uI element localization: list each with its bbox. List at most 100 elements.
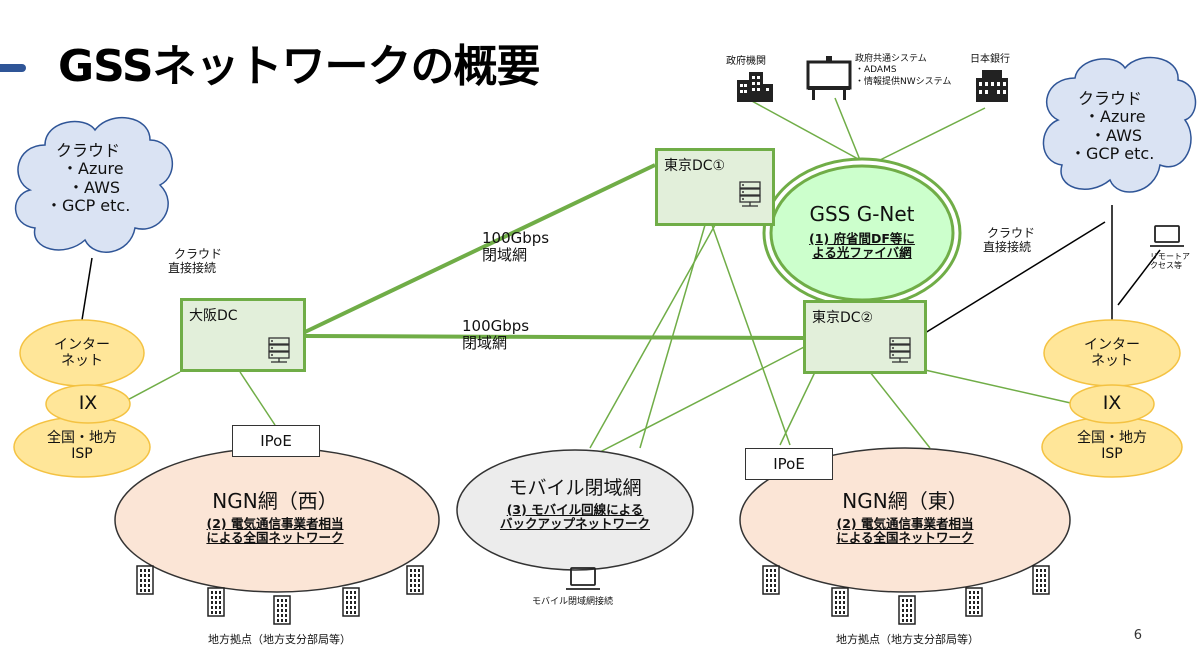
ix-left-shape <box>45 384 131 424</box>
boj-label: 日本銀行 <box>970 54 1010 65</box>
ix-right-label: IX <box>1102 392 1122 414</box>
ngn-east-shape <box>739 447 1071 593</box>
gnet-sub2: よる光ファイバ網 <box>812 245 912 261</box>
building-icon <box>207 587 225 617</box>
internet-right-line: インター <box>1084 337 1140 353</box>
ix-left-label: IX <box>78 392 98 414</box>
ipoe-left-box: IPoE <box>232 425 320 457</box>
server-icon <box>268 337 290 363</box>
link-lower-type: 閉域網 <box>462 334 508 353</box>
mobile-connection-label: モバイル閉域網接続 <box>532 597 614 607</box>
building-icon <box>898 595 916 625</box>
ngn-east-sub2: による全国ネットワーク <box>836 530 974 546</box>
tokyo-dc1-box: 東京DC① <box>655 148 775 226</box>
link-upper-type: 閉域網 <box>482 246 528 265</box>
mobile-network-shape <box>456 449 694 571</box>
tokyo-dc2-label: 東京DC② <box>812 310 874 326</box>
isp-left-line: ISP <box>71 446 93 463</box>
link-lower-speed: 100Gbps <box>462 317 530 335</box>
cloud-right-item: ・AWS <box>1090 125 1143 145</box>
cloud-links <box>81 205 1161 334</box>
cloud-right-title: クラウド <box>1078 89 1143 108</box>
gnet-sub1: (1) 府省間DF等に <box>809 231 915 246</box>
ngn-west-sub1: (2) 電気通信事業者相当 <box>206 516 344 531</box>
cloud-right-text: クラウド ・Azure ・AWS ・GCP etc. <box>1070 89 1180 164</box>
gnet-label: GSS G-Net (1) 府省間DF等に よる光ファイバ網 <box>772 203 952 261</box>
building-icon <box>831 587 849 617</box>
cloud-left-item: ・Azure <box>62 159 124 179</box>
building-icon <box>273 595 291 625</box>
local-site-buildings-left <box>136 565 424 625</box>
building-icon <box>965 587 983 617</box>
server-icon <box>889 337 911 363</box>
isp-left-line: 全国・地方 <box>47 430 117 446</box>
gov-common-system-adams: ・ADAMS <box>855 65 897 76</box>
building-icon <box>342 587 360 617</box>
cloud-direct-left-line: 直接接続 <box>168 260 217 275</box>
cloud-direct-right-line: 直接接続 <box>983 239 1032 254</box>
cloud-left-title: クラウド <box>56 141 121 160</box>
local-sites-left-label: 地方拠点（地方支分部局等） <box>208 633 351 646</box>
cloud-direct-left-label: クラウド 直接接続 <box>168 247 223 276</box>
gov-common-system-info: ・情報提供NWシステム <box>855 76 952 87</box>
mobile-laptop-icon <box>566 567 600 590</box>
gov-common-system-title: 政府共通システム <box>855 54 927 64</box>
building-icon <box>406 565 424 595</box>
link-lower-label: 100Gbps 閉域網 <box>462 317 530 353</box>
mobile-network-label: モバイル閉域網 (3) モバイル回線による バックアップネットワーク <box>460 477 690 532</box>
gov-agencies-icon <box>737 72 773 102</box>
ngn-west-title: NGN網（西） <box>212 489 338 513</box>
cloud-direct-right-line: クラウド <box>987 226 1036 240</box>
gnet-title: GSS G-Net <box>809 202 915 226</box>
osaka-dc-box: 大阪DC <box>180 298 306 372</box>
cloud-direct-left-line: クラウド <box>174 247 223 261</box>
title-accent-bar <box>0 64 26 72</box>
cloud-left-item: ・GCP etc. <box>46 196 131 216</box>
bank-icon <box>976 70 1008 102</box>
internet-right-label: インター ネット <box>1062 337 1162 369</box>
building-icon <box>136 565 154 595</box>
isp-right-line: 全国・地方 <box>1077 430 1147 446</box>
gov-agencies-label: 政府機関 <box>726 56 766 67</box>
gov-common-system-label: 政府共通システム ・ADAMS ・情報提供NWシステム <box>855 54 951 88</box>
billboard-icon <box>806 56 852 100</box>
local-sites-right-label: 地方拠点（地方支分部局等） <box>836 633 979 646</box>
isp-left-label: 全国・地方 ISP <box>22 430 142 462</box>
internet-left-label: インター ネット <box>32 337 132 369</box>
osaka-dc-label: 大阪DC <box>189 308 238 324</box>
page-number: 6 <box>1133 628 1142 643</box>
remote-access-line: クセス等 <box>1150 261 1182 271</box>
ngn-east-label: NGN網（東） (2) 電気通信事業者相当 による全国ネットワーク <box>780 490 1030 546</box>
cloud-right-item: ・Azure <box>1084 107 1146 127</box>
mobile-sub2: バックアップネットワーク <box>499 516 650 532</box>
remote-access-line: リモートア <box>1150 252 1190 261</box>
internet-right-line: ネット <box>1091 353 1133 370</box>
backbone-links <box>304 163 806 340</box>
isp-right-label: 全国・地方 ISP <box>1052 430 1172 462</box>
mobile-sub1: (3) モバイル回線による <box>506 501 644 517</box>
cloud-direct-right-label: クラウド 直接接続 <box>983 226 1036 255</box>
internet-left-line: ネット <box>61 353 103 370</box>
cloud-left-item: ・AWS <box>68 177 121 197</box>
tokyo-dc2-box: 東京DC② <box>803 300 927 374</box>
cloud-left-shape <box>14 116 174 253</box>
ix-right-shape <box>1069 384 1155 424</box>
ngn-east-title: NGN網（東） <box>842 489 968 513</box>
internet-left-line: インター <box>54 337 110 353</box>
isp-right-line: ISP <box>1101 446 1123 463</box>
cloud-right-shape <box>1042 56 1197 193</box>
ngn-west-label: NGN網（西） (2) 電気通信事業者相当 による全国ネットワーク <box>150 490 400 546</box>
local-site-buildings-right <box>762 565 1050 625</box>
ngn-east-sub1: (2) 電気通信事業者相当 <box>836 516 974 531</box>
tokyo-dc1-label: 東京DC① <box>664 158 726 174</box>
ipoe-right-box: IPoE <box>745 448 833 480</box>
building-icon <box>1032 565 1050 595</box>
cloud-right-item: ・GCP etc. <box>1070 144 1155 164</box>
remote-access-label: リモートア クセス等 <box>1150 252 1190 270</box>
mobile-title: モバイル閉域網 <box>508 477 642 499</box>
cloud-left-text: クラウド ・Azure ・AWS ・GCP etc. <box>38 141 148 216</box>
ngn-west-sub2: による全国ネットワーク <box>206 530 344 546</box>
link-upper-speed: 100Gbps <box>482 229 550 247</box>
remote-laptop-icon <box>1150 225 1184 247</box>
